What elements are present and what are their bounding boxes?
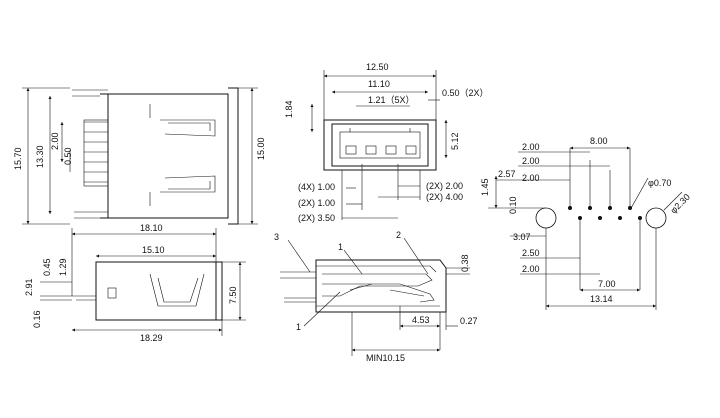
section-dim-0-27: 0.27 [460, 316, 478, 326]
top-view: 18.10 15.10 0.45 1.29 2.91 0.16 7.50 18.… [24, 223, 246, 343]
callout-1-bottom: 1 [296, 322, 301, 332]
top-dim-18-29: 18.29 [140, 333, 163, 343]
callout-3: 3 [274, 232, 279, 242]
top-dim-0-45: 0.45 [42, 258, 52, 276]
mounting-hole-right [645, 207, 667, 229]
front-dim-2x-3-50: (2X) 3.50 [298, 213, 335, 223]
front-dim-2x-4-00: (2X) 4.00 [426, 192, 463, 202]
fp-dim-phi-0-70: φ0.70 [648, 178, 671, 188]
fp-dim-2-50: 2.50 [522, 248, 540, 258]
callout-2: 2 [396, 230, 401, 240]
top-dim-1-29: 1.29 [58, 258, 68, 276]
fp-dim-phi-2-30: φ2.30 [668, 192, 692, 216]
front-dim-0-50: 0.50（2X） [442, 88, 489, 98]
fp-dim-8-00: 8.00 [590, 136, 608, 146]
top-dim-18-10: 18.10 [140, 223, 163, 233]
side-view: 15.70 13.30 2.00 0.50 15.00 [13, 87, 266, 225]
side-dim-13-30: 13.30 [35, 145, 45, 168]
fp-dim-2-00-b: 2.00 [522, 156, 540, 166]
callout-1-top: 1 [338, 242, 343, 252]
fp-dim-13-14: 13.14 [590, 294, 613, 304]
fp-dim-2-00-d: 2.00 [522, 264, 540, 274]
fp-dim-1-45: 1.45 [480, 178, 490, 196]
fp-dim-3-07: 3.07 [513, 232, 531, 242]
top-dim-0-16: 0.16 [32, 310, 42, 328]
top-dim-2-91: 2.91 [24, 278, 34, 296]
front-dim-1-84: 1.84 [284, 100, 294, 118]
mounting-hole-left [535, 207, 557, 229]
section-view: 3 1 2 1 0.38 4.53 0.27 MIN10.15 [274, 230, 478, 363]
fp-dim-0-10: 0.10 [508, 196, 518, 214]
top-dim-15-10: 15.10 [142, 245, 165, 255]
fp-dim-7-00: 7.00 [598, 279, 616, 289]
front-dim-12-50: 12.50 [366, 62, 389, 72]
side-dim-0-50: 0.50 [63, 147, 73, 165]
top-dim-7-50: 7.50 [228, 286, 238, 304]
front-dim-4x-1-00: (4X) 1.00 [298, 182, 335, 192]
side-dim-15-70: 15.70 [13, 147, 23, 170]
fp-dim-2-00-a: 2.00 [522, 142, 540, 152]
front-dim-5-12: 5.12 [450, 132, 460, 150]
front-dim-2x-2-00: (2X) 2.00 [426, 181, 463, 191]
fp-dim-2-00-c: 2.00 [522, 173, 540, 183]
side-dim-15-00: 15.00 [256, 137, 266, 160]
side-dim-2-00: 2.00 [50, 132, 60, 150]
fp-dim-2-57: 2.57 [498, 169, 516, 179]
section-dim-0-38: 0.38 [460, 254, 470, 272]
front-dim-11-10: 11.10 [368, 79, 390, 89]
front-view: 12.50 11.10 0.50（2X） 1.84 1.21（5X） 5.12 … [284, 62, 489, 223]
front-dim-2x-1-00: (2X) 1.00 [298, 198, 335, 208]
section-dim-4-53: 4.53 [412, 315, 430, 325]
front-dim-1-21: 1.21（5X） [368, 95, 415, 105]
footprint-view: 8.00 2.00 2.00 2.57 2.00 1.45 0.10 φ0.70… [480, 136, 692, 310]
section-dim-min-10-15: MIN10.15 [366, 353, 405, 363]
